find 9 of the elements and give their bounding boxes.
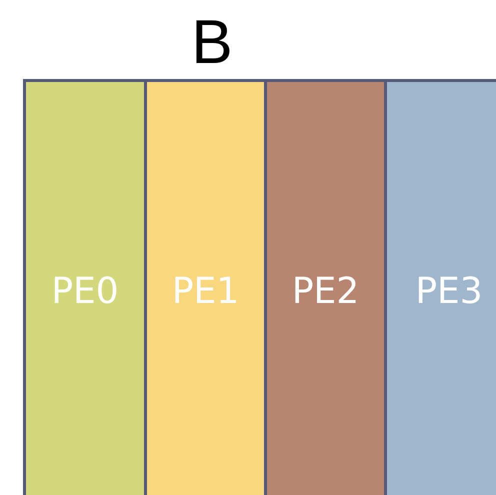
column-band	[144, 79, 267, 495]
title: B	[190, 8, 234, 78]
column-label: PE3	[414, 270, 484, 314]
column-band	[23, 79, 147, 495]
column-label: PE2	[290, 270, 360, 314]
column-label: PE1	[170, 270, 240, 314]
column-label: PE0	[50, 270, 120, 314]
column-band	[384, 79, 496, 495]
column-band	[264, 79, 387, 495]
